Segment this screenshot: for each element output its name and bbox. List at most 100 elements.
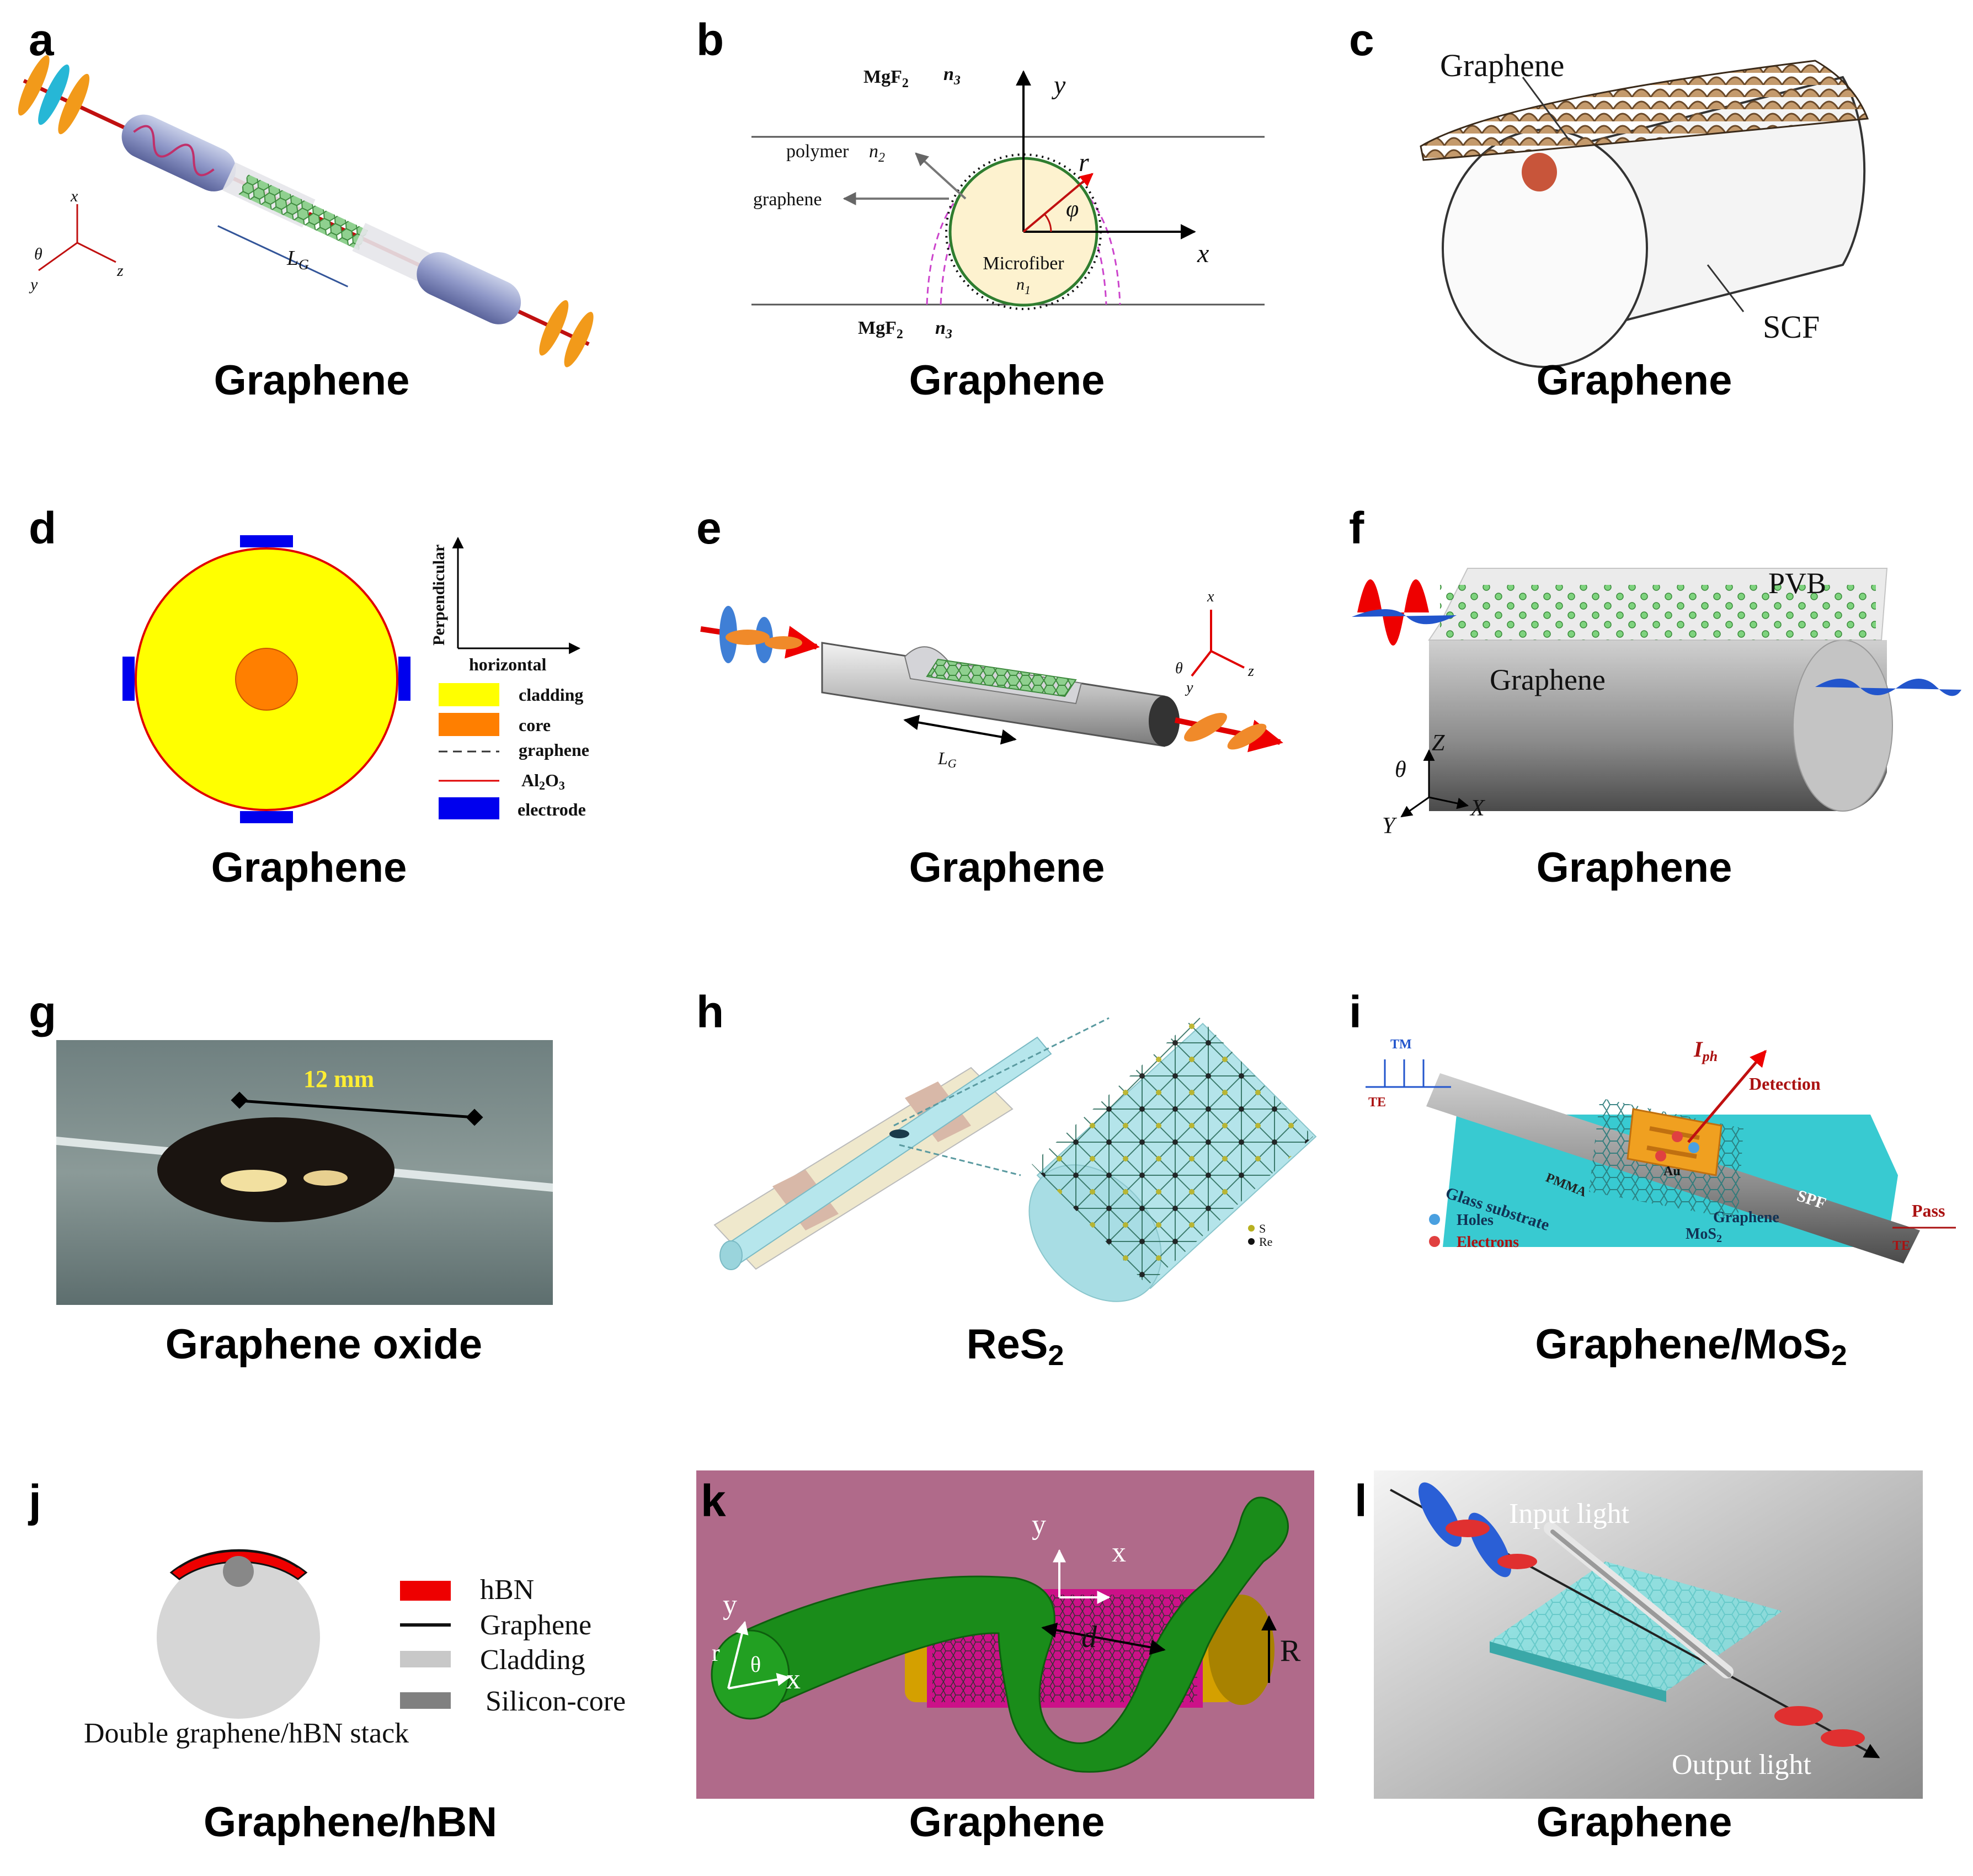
electrode-top — [240, 535, 293, 547]
electrode-right — [398, 657, 410, 701]
stack-label: Double graphene/hBN stack — [84, 1718, 409, 1749]
cylinder-end — [1793, 639, 1893, 812]
axes-e: x z y θ — [1175, 588, 1254, 696]
theta-label: θ — [34, 245, 42, 263]
electron — [1655, 1150, 1666, 1161]
axis-x: x — [70, 187, 78, 205]
panel-letter-h: h — [696, 987, 724, 1037]
axis-x: X — [1469, 796, 1486, 821]
legend-swatch-cladding — [439, 683, 499, 706]
caption-j: Graphene/hBN — [204, 1799, 497, 1846]
label-pass: Pass — [1912, 1201, 1945, 1221]
wave-packet — [765, 636, 802, 649]
cladding — [157, 1555, 320, 1719]
label-y-global: y — [1032, 1509, 1046, 1541]
microfiber-shadow — [1550, 1529, 1731, 1677]
legend-electrode: electrode — [518, 800, 586, 819]
wave-packet — [539, 300, 569, 356]
output-wave-red — [1821, 1729, 1865, 1747]
label-x-global: x — [1112, 1537, 1126, 1568]
panel-i: i Au Iph Detection SPF Pass TE Glass sub… — [1349, 987, 1956, 1372]
legend-swatch-graphene — [400, 1623, 451, 1627]
core-end — [1208, 1595, 1275, 1705]
input-wave-red — [1497, 1554, 1537, 1569]
label-electrons: Electrons — [1457, 1234, 1519, 1251]
fiber-taper — [352, 223, 430, 281]
caption-d: Graphene — [211, 844, 407, 891]
droplet-highlight — [221, 1170, 287, 1192]
panel-letter-k: k — [701, 1476, 726, 1526]
photocurrent-arrow — [1687, 1049, 1767, 1143]
silicon-core — [223, 1556, 254, 1587]
label-detection: Detection — [1749, 1074, 1821, 1094]
fiber-cladding-right — [417, 252, 521, 324]
panel-k: k y x r θ y x d R Graphene — [696, 1470, 1314, 1846]
panel-letter-g: g — [29, 987, 56, 1037]
x-axis-local — [728, 1673, 791, 1690]
label-x-local: x — [786, 1664, 801, 1695]
axis-z: z — [1247, 663, 1254, 680]
panel-letter-b: b — [696, 15, 724, 65]
wave-packet — [1184, 713, 1227, 742]
legend-s-dot — [1248, 1225, 1255, 1232]
panel-letter-c: c — [1349, 15, 1374, 65]
label-holes: Holes — [1457, 1212, 1494, 1229]
label-graphene: Graphene — [1440, 47, 1564, 83]
legend-graphene: Graphene — [480, 1609, 591, 1641]
fiber-core — [1522, 153, 1557, 191]
legend-s: S — [1259, 1222, 1266, 1235]
hole — [1688, 1142, 1699, 1153]
label-te: TE — [1368, 1095, 1386, 1110]
legend-cladding: cladding — [519, 685, 583, 705]
graphene-sheet — [1420, 60, 1869, 161]
theta-label: θ — [1175, 660, 1183, 677]
droplet-highlight — [303, 1170, 348, 1186]
output-wave-red — [1774, 1706, 1823, 1726]
label-n3-top: n3 — [943, 64, 961, 88]
axis-y: y — [29, 275, 38, 294]
caption-c: Graphene — [1537, 357, 1732, 404]
caption-l: Graphene — [1537, 1799, 1732, 1846]
caption-a: Graphene — [214, 357, 410, 404]
label-output-light: Output light — [1672, 1749, 1811, 1781]
au-electrodes — [1627, 1108, 1723, 1176]
wave-packet — [18, 55, 50, 116]
label-graphene: Graphene — [1713, 1209, 1779, 1226]
wave-packet — [58, 73, 90, 135]
label-pvb: PVB — [1768, 567, 1826, 600]
panel-d: d Perpendicular horizontal cladding core… — [29, 503, 589, 891]
panel-letter-j: j — [28, 1476, 41, 1526]
caption-k: Graphene — [909, 1799, 1105, 1846]
legend-swatch-hbn — [400, 1581, 451, 1601]
caption-b: Graphene — [909, 357, 1105, 404]
panel-h: h S Re ReS2 — [696, 987, 1317, 1372]
input-polarization: TM TE — [1366, 1037, 1451, 1110]
scf-pointer — [1707, 264, 1745, 312]
label-r: r — [1079, 148, 1089, 177]
legend-graphene: graphene — [519, 740, 589, 760]
label-mgf2-bottom: MgF2 — [858, 318, 903, 342]
scale-bar-end — [231, 1091, 248, 1109]
label-microfiber: Microfiber — [983, 253, 1064, 274]
label-d: d — [1081, 1620, 1097, 1654]
legend-swatch-silicon — [400, 1692, 451, 1709]
wave-packet — [726, 630, 770, 645]
wave-packet — [564, 312, 594, 367]
lg-label: LG — [286, 247, 309, 273]
label-horizontal: horizontal — [469, 654, 547, 674]
caption-e: Graphene — [909, 844, 1105, 891]
panel-l: l Input light Output light Graphene — [1355, 1470, 1923, 1846]
fiber-taper-region — [889, 1129, 909, 1138]
legend-swatch-electrode — [439, 797, 499, 819]
radius-vector — [1022, 173, 1094, 233]
core — [235, 648, 298, 711]
panel-letter-f: f — [1349, 503, 1364, 553]
label-tm: TM — [1390, 1037, 1412, 1052]
legend-re-dot — [1248, 1238, 1255, 1245]
label-r: r — [712, 1639, 720, 1666]
polarization-trace — [133, 125, 215, 177]
panel-c: c Graphene SCF Graphene — [1349, 15, 1869, 404]
label-n1: n1 — [1016, 275, 1031, 297]
panel-letter-i: i — [1349, 987, 1362, 1037]
